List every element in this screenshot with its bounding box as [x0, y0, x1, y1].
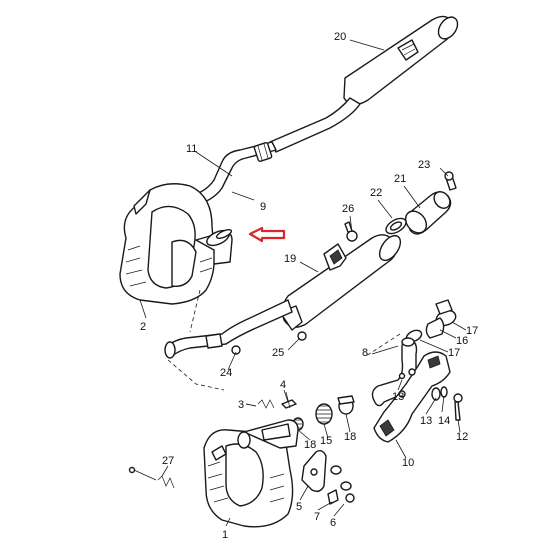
- callout-18-right: 18: [344, 431, 356, 443]
- callout-26: 26: [342, 203, 354, 215]
- pipe-and-bracket: [371, 337, 451, 443]
- callout-4: 4: [280, 379, 286, 391]
- callout-13-upper: 13: [392, 391, 404, 403]
- upper-silencer: [269, 15, 459, 153]
- spring-27: [128, 466, 175, 489]
- callout-17-lower: 17: [448, 347, 460, 359]
- callout-6: 6: [330, 517, 336, 529]
- reference-line: [189, 289, 201, 333]
- reference-line: [167, 359, 225, 391]
- spring-clamp-group: [292, 395, 355, 431]
- callout-25: 25: [272, 347, 284, 359]
- callout-8: 8: [362, 347, 368, 359]
- callout-13-lower: 13: [420, 415, 432, 427]
- callout-1: 1: [222, 529, 228, 541]
- callout-5: 5: [296, 501, 302, 513]
- callout-17-upper: 17: [466, 325, 478, 337]
- callout-7: 7: [314, 511, 320, 523]
- callout-20: 20: [334, 31, 346, 43]
- callout-21: 21: [394, 173, 406, 185]
- lower-expansion-chamber: [203, 419, 299, 528]
- callout-15: 15: [320, 435, 332, 447]
- fastener-set-right: [398, 372, 463, 421]
- callout-14: 14: [438, 415, 450, 427]
- callout-2: 2: [140, 321, 146, 333]
- lower-silencer: [279, 234, 402, 331]
- highlight-arrow-icon: [248, 226, 286, 243]
- callout-3: 3: [238, 399, 244, 411]
- reference-line: [365, 333, 401, 357]
- callout-27: 27: [162, 455, 174, 467]
- bracket-fasteners: [301, 449, 355, 505]
- callout-19: 19: [284, 253, 296, 265]
- clamp-group: [405, 299, 457, 343]
- callout-23: 23: [418, 159, 430, 171]
- lower-tail-pipe: [164, 299, 307, 359]
- callout-22: 22: [370, 187, 382, 199]
- callout-leaders: [139, 39, 467, 527]
- callout-labels: 20 11 9 23 21 22 26 19 2 17 16 17 25 24 …: [140, 31, 478, 541]
- callout-16: 16: [456, 335, 468, 347]
- callout-12: 12: [456, 431, 468, 443]
- callout-11: 11: [186, 143, 197, 155]
- joint-pipe-group: [385, 171, 457, 235]
- callout-10: 10: [402, 457, 414, 469]
- callout-24: 24: [220, 367, 232, 379]
- callout-9: 9: [260, 201, 266, 213]
- callout-18-left: 18: [304, 439, 316, 451]
- upper-expansion-chamber: [119, 183, 233, 305]
